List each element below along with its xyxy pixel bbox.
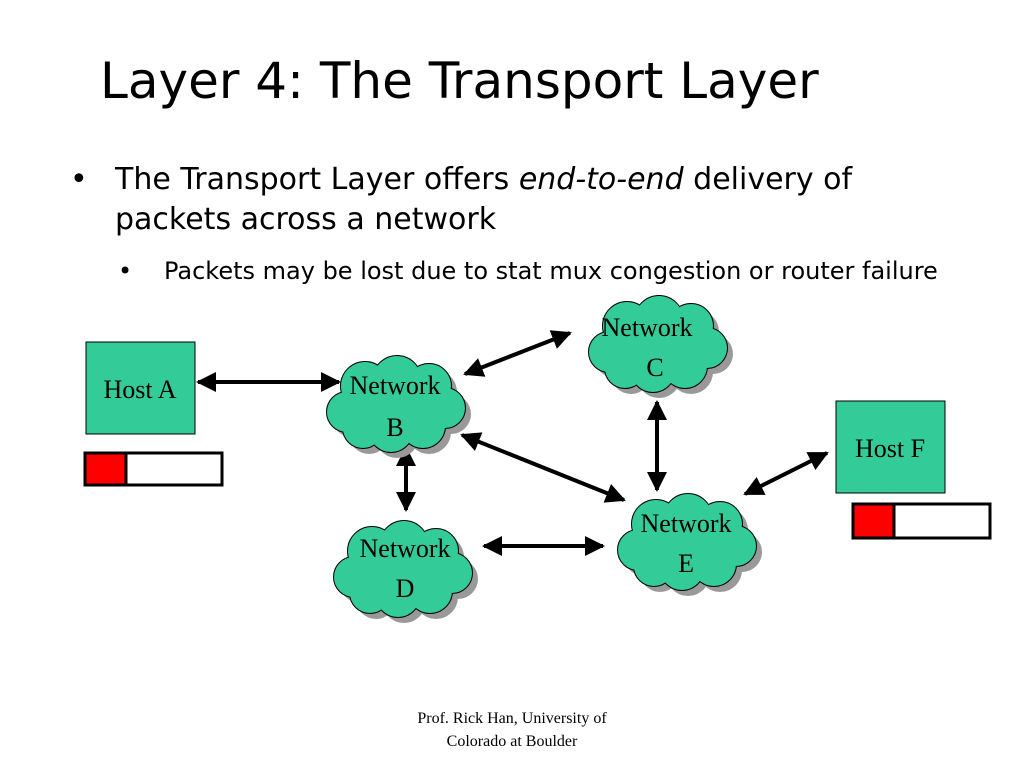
network-d-letter: D	[396, 574, 415, 603]
host-a-buffer-fill	[86, 454, 126, 484]
bullet-item: • The Transport Layer offers end-to-end …	[70, 160, 970, 240]
network-e-label: Network	[641, 509, 732, 538]
host-a-buffer	[83, 451, 224, 487]
host-f-box: Host F	[835, 400, 946, 494]
network-e-letter: E	[678, 549, 694, 578]
network-c-cloud: Network C	[588, 295, 733, 398]
link-network-e-host-f	[743, 451, 829, 496]
link-network-b-network-c	[463, 330, 572, 377]
bullet-text-start: The Transport Layer offers	[115, 162, 519, 197]
host-f-label: Host F	[855, 434, 925, 463]
network-c-letter: C	[646, 353, 663, 382]
slide-title: Layer 4: The Transport Layer	[100, 52, 819, 110]
footer-line-2: Colorado at Boulder	[446, 733, 578, 750]
network-d-cloud: Network D	[333, 520, 478, 623]
sub-bullet-dot: •	[118, 257, 133, 285]
bullet-text-emphasis: end-to-end	[518, 162, 684, 197]
host-a-box: Host A	[85, 341, 196, 435]
bullet-text-end: delivery of packets across a network	[115, 162, 853, 237]
network-d-label: Network	[360, 534, 451, 563]
sub-bullet-text: Packets may be lost due to stat mux cong…	[164, 257, 938, 285]
network-b-label: Network	[350, 371, 441, 400]
link-network-b-network-e	[460, 432, 626, 503]
sub-bullet-item: • Packets may be lost due to stat mux co…	[118, 253, 998, 289]
host-a-label: Host A	[104, 375, 177, 404]
network-c-label: Network	[602, 313, 693, 342]
bullet-dot: •	[70, 162, 88, 197]
bullet-text: The Transport Layer offers end-to-end de…	[115, 160, 970, 240]
host-f-buffer-fill	[854, 505, 894, 537]
network-e-cloud: Network E	[617, 493, 762, 596]
slide-footer: Prof. Rick Han, University of Colorado a…	[362, 707, 662, 753]
footer-line-1: Prof. Rick Han, University of	[417, 710, 607, 727]
network-b-letter: B	[386, 413, 403, 442]
network-b-cloud: Network B	[326, 355, 471, 458]
host-f-buffer	[851, 502, 992, 540]
